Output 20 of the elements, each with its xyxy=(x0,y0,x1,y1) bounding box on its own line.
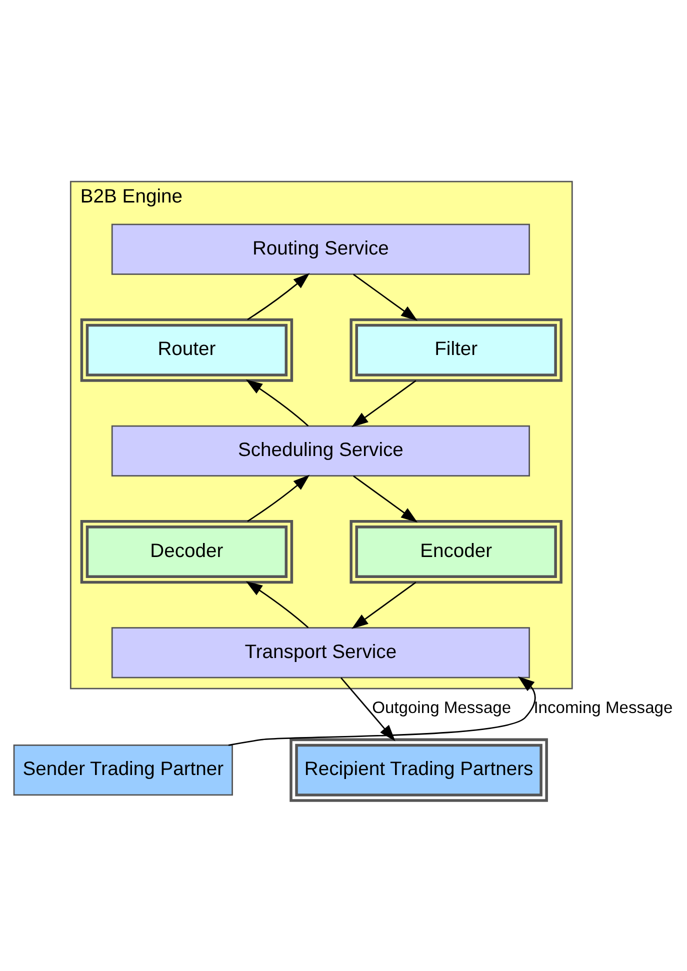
node-box: Sender Trading Partner xyxy=(13,744,233,796)
node-box: Encoder xyxy=(350,520,562,584)
node-box: Router xyxy=(80,318,294,382)
edge-label: Incoming Message xyxy=(534,698,673,717)
node-box: Filter xyxy=(350,318,562,382)
arrow xyxy=(247,273,310,320)
node-box: Recipient Trading Partners xyxy=(290,738,548,802)
arrow xyxy=(247,474,310,522)
arrow xyxy=(246,581,309,628)
arrow xyxy=(352,380,416,428)
node-box: Transport Service xyxy=(111,627,530,678)
arrow xyxy=(353,476,418,523)
node-box: Routing Service xyxy=(111,224,530,275)
arrow xyxy=(353,274,418,321)
arrow xyxy=(246,380,309,426)
node-box: Decoder xyxy=(80,520,294,584)
node-box: Scheduling Service xyxy=(111,425,530,477)
edge-label: Outgoing Message xyxy=(372,698,512,717)
arrow xyxy=(352,582,416,629)
arrow xyxy=(228,676,536,746)
